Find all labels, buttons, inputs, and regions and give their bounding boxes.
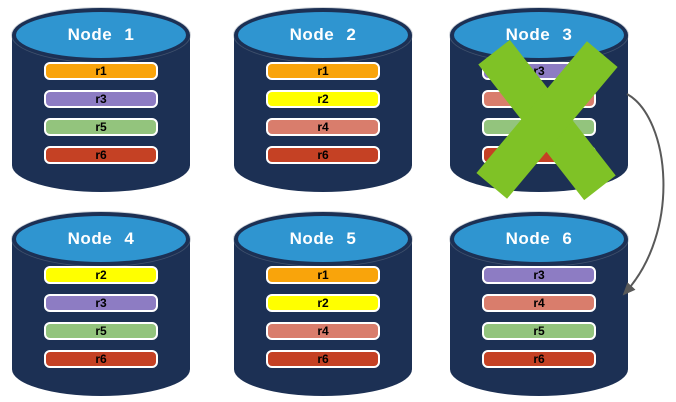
- replica-label: r6: [533, 352, 545, 366]
- node-3-label: Node 3: [505, 25, 573, 44]
- replica-label: r3: [95, 296, 107, 310]
- node-5-cylinder-top: Node 5: [234, 212, 412, 266]
- replica-label: r5: [533, 324, 545, 338]
- replica-bar: r6: [266, 350, 380, 368]
- replica-bar: r1: [266, 62, 380, 80]
- replica-bar: r3: [482, 266, 596, 284]
- node-1-replica-list: r1 r3 r5 r6: [44, 62, 158, 164]
- replica-bar: r3: [44, 294, 158, 312]
- replica-label: r3: [95, 92, 107, 106]
- replica-label: r4: [317, 120, 329, 134]
- replica-label: r1: [95, 64, 107, 78]
- replica-label: r6: [95, 148, 107, 162]
- replica-bar: r1: [44, 62, 158, 80]
- replica-bar: r3: [44, 90, 158, 108]
- node-2-label: Node 2: [289, 25, 357, 44]
- replica-bar: r6: [482, 350, 596, 368]
- node-6: Node 6 r3 r4 r5 r6: [450, 212, 628, 396]
- replica-label: r2: [95, 268, 107, 282]
- replica-bar: r6: [44, 350, 158, 368]
- node-3: Node 3 r3: [450, 8, 628, 201]
- replica-bar: r6: [44, 146, 158, 164]
- replica-label: r1: [317, 268, 329, 282]
- replica-label: r1: [317, 64, 329, 78]
- failover-arrow-path: [622, 93, 665, 296]
- replica-label: r4: [533, 296, 545, 310]
- node-4-replica-list: r2 r3 r5 r6: [44, 266, 158, 368]
- node-4: Node 4 r2 r3 r5 r6: [12, 212, 190, 396]
- replica-label: r2: [317, 92, 329, 106]
- node-5-replica-list: r1 r2 r4 r6: [266, 266, 380, 368]
- replica-label: r2: [317, 296, 329, 310]
- node-6-cylinder-top: Node 6: [450, 212, 628, 266]
- replica-label: r5: [95, 120, 107, 134]
- replica-bar: r4: [266, 322, 380, 340]
- replica-bar: r1: [266, 266, 380, 284]
- node-1-cylinder-top: Node 1: [12, 8, 190, 62]
- replica-label: r5: [95, 324, 107, 338]
- node-6-label: Node 6: [505, 229, 573, 248]
- replica-bar: r5: [44, 118, 158, 136]
- replica-label: r6: [95, 352, 107, 366]
- replica-label: r6: [317, 148, 329, 162]
- replica-bar: r4: [482, 294, 596, 312]
- node-2: Node 2 r1 r2 r4 r6: [234, 8, 412, 192]
- replica-bar: r2: [266, 90, 380, 108]
- replica-label: r4: [317, 324, 329, 338]
- replica-bar: r5: [44, 322, 158, 340]
- node-1-label: Node 1: [67, 25, 135, 44]
- replica-bar: r6: [266, 146, 380, 164]
- node-4-label: Node 4: [67, 229, 135, 248]
- node-6-replica-list: r3 r4 r5 r6: [482, 266, 596, 368]
- replica-bar: r4: [266, 118, 380, 136]
- replica-label: r3: [533, 64, 545, 78]
- replica-bar: r2: [266, 294, 380, 312]
- node-2-replica-list: r1 r2 r4 r6: [266, 62, 380, 164]
- node-5: Node 5 r1 r2 r4 r6: [234, 212, 412, 396]
- node-5-label: Node 5: [289, 229, 357, 248]
- replica-label: r3: [533, 268, 545, 282]
- node-2-cylinder-top: Node 2: [234, 8, 412, 62]
- replica-bar: r2: [44, 266, 158, 284]
- node-1: Node 1 r1 r3 r5 r6: [12, 8, 190, 192]
- node-4-cylinder-top: Node 4: [12, 212, 190, 266]
- replica-label: r6: [317, 352, 329, 366]
- replica-bar: r5: [482, 322, 596, 340]
